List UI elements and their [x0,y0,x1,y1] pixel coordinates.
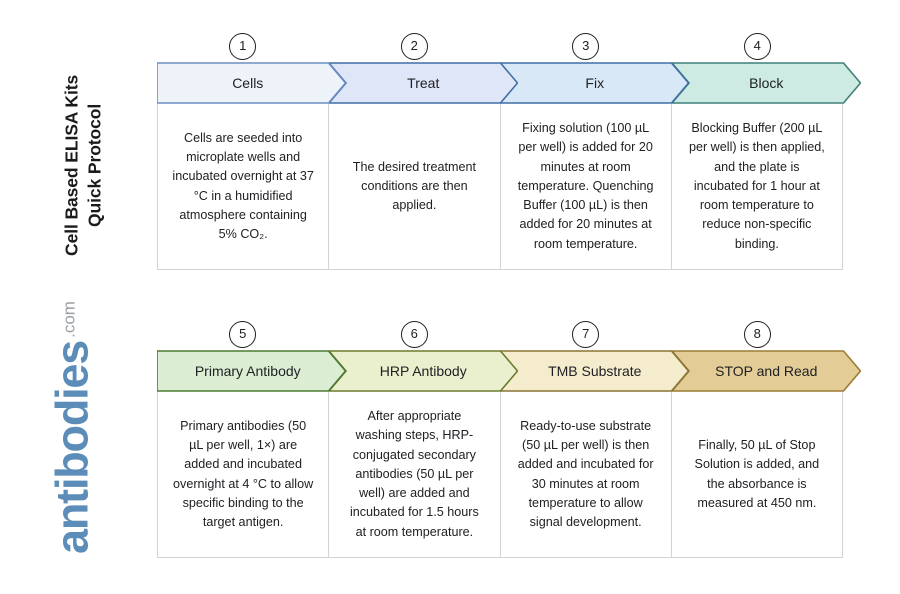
step-body-text: Primary antibodies (50 µL per well, 1×) … [173,418,314,530]
step-body-cell: Blocking Buffer (200 µL per well) is the… [672,104,842,269]
step-number-badge: 5 [229,321,257,348]
step-label: TMB Substrate [548,363,642,379]
step-number-badge: 1 [229,33,257,60]
step-number-badge: 4 [743,33,771,60]
chevron-strip-2: Primary Antibody HRP Antibody TMB Substrat… [157,350,861,392]
step-body-cell: The desired treatment conditions are the… [329,104,501,269]
step-number-badge: 3 [572,33,600,60]
step-body-cell: Cells are seeded into microplate wells a… [158,104,330,269]
step-body-cell: Finally, 50 µL of Stop Solution is added… [672,392,842,557]
chevron-shape [157,350,347,392]
step-body-text: Ready-to-use substrate (50 µL per well) … [517,418,654,530]
step-body-strip-2: Primary antibodies (50 µL per well, 1×) … [157,392,843,558]
step-body-text: After appropriate washing steps, HRP-con… [349,409,479,539]
step-label: Block [749,75,784,91]
step-badge-strip-1: 1 2 3 4 [157,33,843,62]
page-title-line-1: Cell Based ELISA Kits [61,74,82,256]
step-chevron[interactable]: Fix [500,62,690,104]
step-label: Primary Antibody [194,363,301,379]
step-chevron[interactable]: Cells [157,62,347,104]
brand-name: antibodies [46,340,98,554]
step-chevron[interactable]: STOP and Read [671,350,861,392]
protocol-row-1: 1 2 3 4 Cells Treat Fix Block Cells are seeded… [157,33,861,270]
step-label: Treat [407,75,440,91]
left-rail: Cell Based ELISA Kits Quick Protocol ant… [0,0,150,594]
step-chevron[interactable]: Treat [328,62,518,104]
step-number-badge: 7 [572,321,600,348]
step-body-cell: Primary antibodies (50 µL per well, 1×) … [158,392,330,557]
step-label: Fix [585,75,605,91]
step-chevron[interactable]: Block [671,62,861,104]
step-number-badge: 6 [400,321,428,348]
step-chevron[interactable]: HRP Antibody [328,350,518,392]
page-title: Cell Based ELISA Kits Quick Protocol [61,15,108,315]
step-chevron[interactable]: Primary Antibody [157,350,347,392]
chevron-shape [157,62,347,104]
step-number-badge: 2 [400,33,428,60]
brand-tld: .com [59,301,79,338]
brand-logo: antibodies.com [46,278,98,578]
step-number-badge: 8 [743,321,771,348]
protocol-row-2: 5 6 7 8 Primary Antibody HRP Antibody TMB Sub… [157,321,861,558]
step-body-cell: After appropriate washing steps, HRP-con… [329,392,501,557]
chevron-strip-1: Cells Treat Fix Block [157,62,861,104]
step-body-strip-1: Cells are seeded into microplate wells a… [157,104,843,270]
step-body-cell: Fixing solution (100 µL per well) is add… [501,104,672,269]
step-body-text: Blocking Buffer (200 µL per well) is the… [688,121,825,251]
step-badge-strip-2: 5 6 7 8 [157,321,843,350]
step-chevron[interactable]: TMB Substrate [500,350,690,392]
step-label: Cells [232,75,264,91]
page-title-line-2: Quick Protocol [85,103,105,227]
step-body-text: Finally, 50 µL of Stop Solution is added… [694,437,820,510]
step-body-text: Fixing solution (100 µL per well) is add… [517,121,654,251]
step-body-cell: Ready-to-use substrate (50 µL per well) … [501,392,672,557]
step-body-text: The desired treatment conditions are the… [352,159,476,213]
step-body-text: Cells are seeded into microplate wells a… [172,130,314,242]
step-label: STOP and Read [715,363,818,379]
step-label: HRP Antibody [379,363,467,379]
